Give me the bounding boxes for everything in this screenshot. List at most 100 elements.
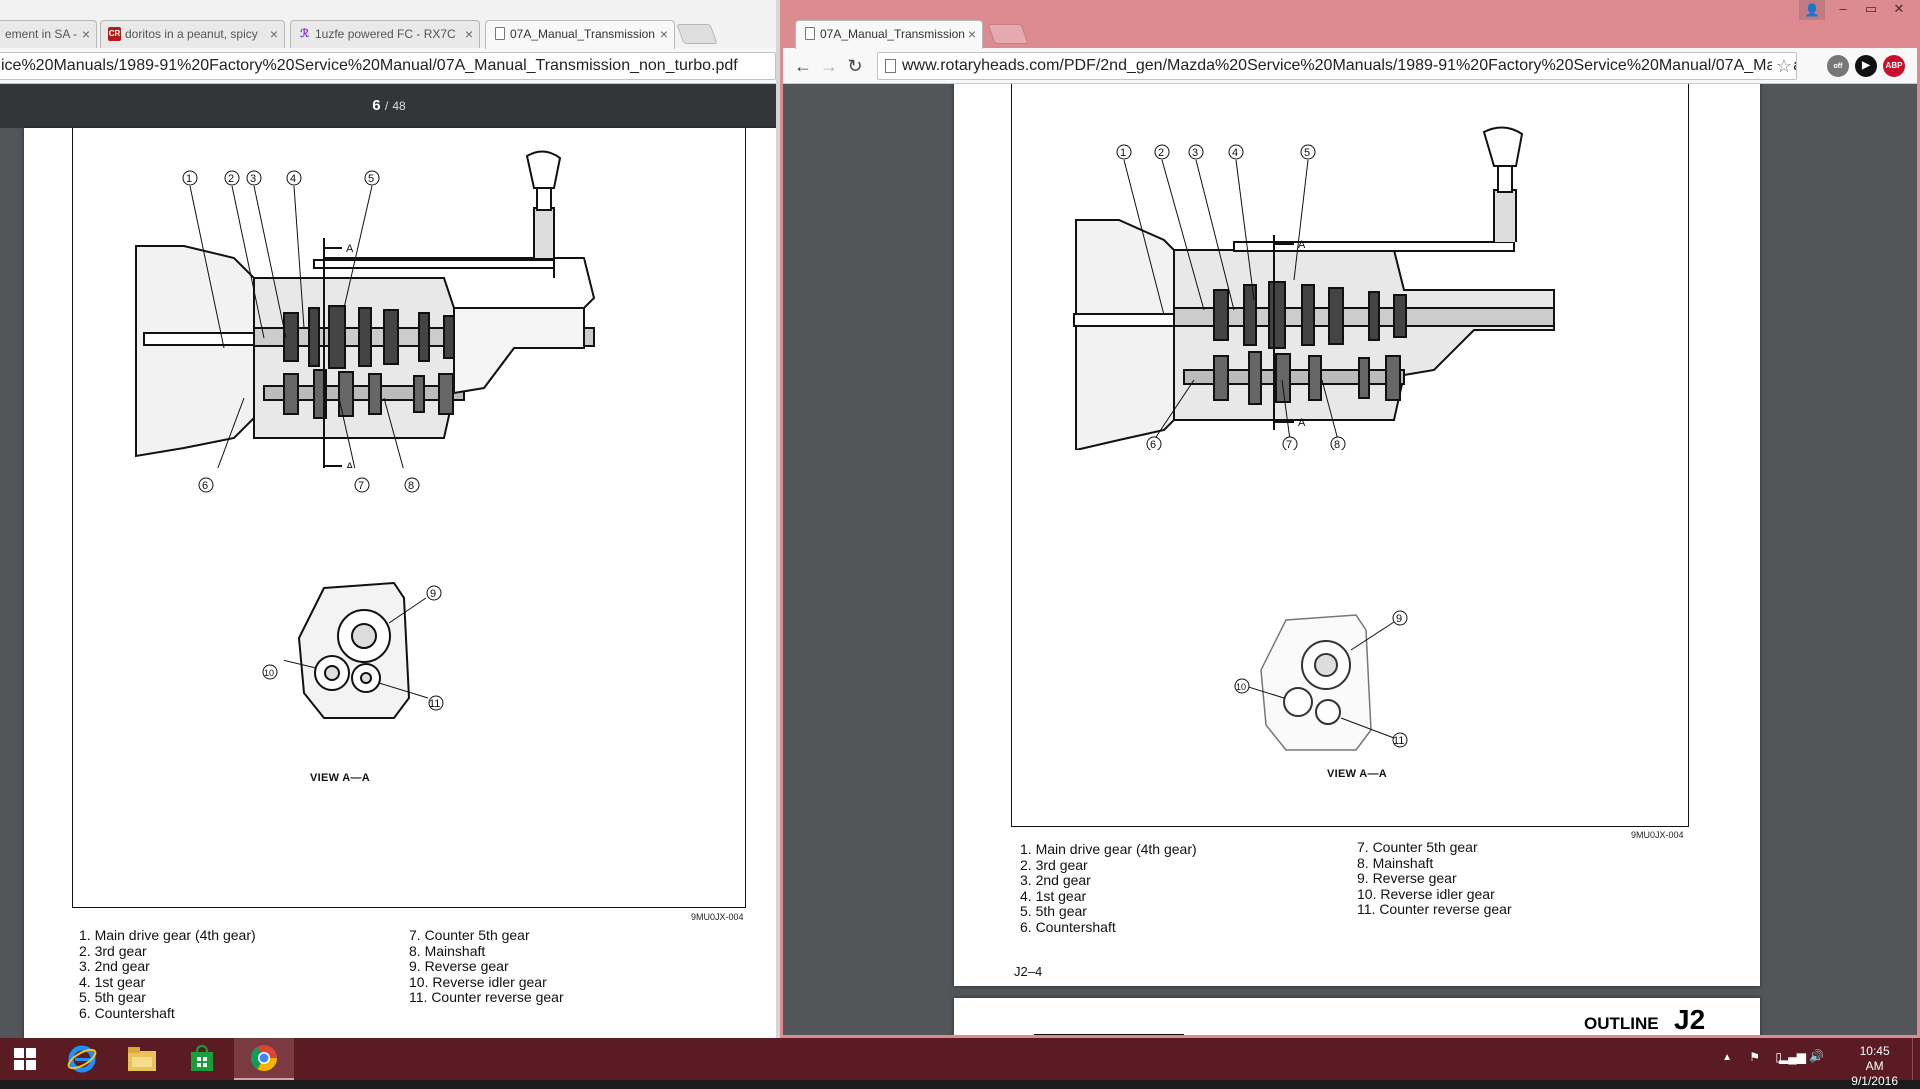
tray-overflow-icon[interactable]: ▲: [1722, 1052, 1732, 1063]
adblock-plus-icon[interactable]: ABP: [1883, 55, 1905, 77]
left-browser-window: ement in SA - × CR doritos in a peanut, …: [0, 0, 780, 1038]
legend-item: 10. Reverse idler gear: [409, 973, 547, 990]
legend-item: 5. 5th gear: [79, 989, 146, 1006]
figure-code: 9MU0JX-004: [1631, 830, 1684, 840]
window-divider: [776, 0, 780, 1038]
section-marker-a-top: A: [346, 243, 354, 255]
close-tab-icon[interactable]: ×: [659, 26, 668, 42]
legend-right: 7. Counter 5th gear 8. Mainshaft 9. Reve…: [409, 927, 564, 1006]
right-tab-strip: 07A_Manual_Transmission × 👤 – ▭ ✕: [783, 0, 1917, 49]
address-bar[interactable]: www.rotaryheads.com/PDF/2nd_gen/Mazda%20…: [877, 52, 1797, 80]
clock-date: 9/1/2016: [1851, 1074, 1898, 1088]
callout-3: 3: [1192, 147, 1198, 159]
callout-10-marker: 10: [262, 664, 278, 680]
internet-explorer-button[interactable]: [52, 1038, 112, 1080]
legend-item: 1. Main drive gear (4th gear): [79, 927, 256, 943]
callout-1: 1: [186, 173, 192, 185]
legend-item: 9. Reverse gear: [409, 958, 509, 975]
back-icon[interactable]: ←: [794, 56, 812, 76]
tab-07a-manual-right[interactable]: 07A_Manual_Transmission ×: [795, 20, 983, 49]
clock-time: 10:45 AM: [1859, 1044, 1890, 1073]
maximize-icon[interactable]: ▭: [1864, 1, 1878, 16]
callout-4: 4: [1232, 147, 1238, 159]
pdf-toolbar: 6 / 48: [0, 84, 778, 128]
view-a-a-label: VIEW A—A: [310, 772, 371, 784]
section-view-diagram: 9 11: [1246, 610, 1408, 751]
taskbar-clock[interactable]: 10:45 AM 9/1/2016: [1851, 1044, 1898, 1089]
transmission-cross-section-diagram: A A 1 2 3: [135, 150, 596, 468]
callout-2: 2: [1158, 147, 1164, 159]
legend-item: 3. 2nd gear: [1020, 872, 1091, 889]
page-separator: /: [384, 99, 389, 113]
legend-item: 11. Counter reverse gear: [1357, 901, 1512, 918]
new-tab-button[interactable]: [676, 24, 718, 44]
pdf-viewer[interactable]: 6 / 48: [0, 84, 780, 1038]
legend-item: 6. Countershaft: [1020, 918, 1116, 935]
tab-07a-manual[interactable]: 07A_Manual_Transmission ×: [485, 20, 675, 49]
callout-10-marker: 10: [1234, 678, 1250, 694]
pdf-viewer[interactable]: A A 1 2 3: [783, 84, 1917, 1035]
chrome-icon: [250, 1045, 278, 1072]
bookmark-star-icon[interactable]: ☆: [1771, 53, 1792, 79]
callout-9: 9: [430, 588, 436, 600]
legend-item: 5. 5th gear: [1020, 903, 1087, 920]
callout-10: 10: [264, 668, 274, 678]
tab-label: 1uzfe powered FC - RX7C: [315, 27, 456, 41]
section-view-diagram: 9 11: [284, 581, 444, 719]
reload-icon[interactable]: ↻: [847, 56, 863, 76]
pdf-page: A A 1 2 3: [954, 84, 1760, 986]
legend-left: 1. Main drive gear (4th gear) 2. 3rd gea…: [1020, 841, 1197, 936]
tab-ement-in-sa[interactable]: ement in SA - ×: [0, 20, 97, 48]
forward-icon[interactable]: →: [820, 56, 838, 76]
right-toolbar: ← → ↻ www.rotaryheads.com/PDF/2nd_gen/Ma…: [783, 48, 1917, 84]
outline-heading: OUTLINE: [1584, 1014, 1659, 1033]
figure-frame: [72, 128, 746, 908]
play-extension-icon[interactable]: ▶: [1855, 55, 1877, 77]
extension-off-icon[interactable]: off: [1827, 55, 1849, 77]
minimize-icon[interactable]: –: [1839, 1, 1847, 16]
callout-3: 3: [250, 173, 256, 185]
tab-label: doritos in a peanut, spicy: [125, 27, 258, 41]
folder-icon: [128, 1047, 156, 1071]
volume-icon[interactable]: 🔊: [1809, 1049, 1824, 1063]
legend-item: 8. Mainshaft: [409, 942, 486, 959]
close-tab-icon[interactable]: ×: [967, 26, 976, 42]
callout-10: 10: [1236, 682, 1246, 692]
power-icon[interactable]: ▯: [1775, 1050, 1782, 1064]
file-explorer-button[interactable]: [112, 1038, 172, 1080]
close-tab-icon[interactable]: ×: [464, 26, 473, 42]
callout-9: 9: [1396, 613, 1402, 625]
show-desktop-button[interactable]: [1912, 1038, 1920, 1080]
section-code: J2: [1674, 1004, 1706, 1035]
store-icon: [191, 1045, 213, 1071]
action-center-icon[interactable]: ⚑: [1749, 1050, 1760, 1064]
close-window-icon[interactable]: ✕: [1893, 1, 1905, 16]
figure-code: 9MU0JX-004: [691, 912, 744, 922]
current-page-number[interactable]: 6: [372, 97, 381, 114]
store-button[interactable]: [172, 1038, 232, 1080]
tab-label: 07A_Manual_Transmission: [510, 27, 655, 41]
close-tab-icon[interactable]: ×: [269, 26, 278, 42]
tab-label: ement in SA -: [5, 27, 78, 41]
chrome-button[interactable]: [234, 1038, 294, 1080]
profile-icon[interactable]: 👤: [1799, 0, 1825, 20]
new-tab-button[interactable]: [987, 24, 1029, 44]
pdf-doc-icon: [805, 27, 815, 40]
internet-explorer-icon: [67, 1045, 97, 1073]
windows-taskbar: ▲ ⚑ ▯ ▂▄▆ 🔊 10:45 AM 9/1/2016: [0, 1038, 1920, 1088]
page-icon: [0, 27, 1, 41]
tab-doritos[interactable]: CR doritos in a peanut, spicy ×: [100, 20, 285, 48]
view-a-a-label: VIEW A—A: [1327, 768, 1388, 780]
pdf-doc-icon: [495, 27, 505, 40]
page-number: J2–4: [1014, 964, 1043, 979]
legend-item: 8. Mainshaft: [1357, 854, 1434, 871]
callout-8: 8: [408, 480, 414, 492]
section-marker-a-bottom: A: [1298, 417, 1306, 429]
start-button[interactable]: [0, 1038, 50, 1080]
tab-1uzfe[interactable]: ℛ 1uzfe powered FC - RX7C ×: [290, 20, 480, 48]
close-tab-icon[interactable]: ×: [81, 26, 90, 42]
legend-item: 10. Reverse idler gear: [1357, 885, 1495, 902]
legend-item: 1. Main drive gear (4th gear): [1020, 841, 1197, 857]
network-icon[interactable]: ▂▄▆: [1779, 1050, 1806, 1064]
address-bar[interactable]: ice%20Manuals/1989-91%20Factory%20Servic…: [0, 52, 776, 80]
